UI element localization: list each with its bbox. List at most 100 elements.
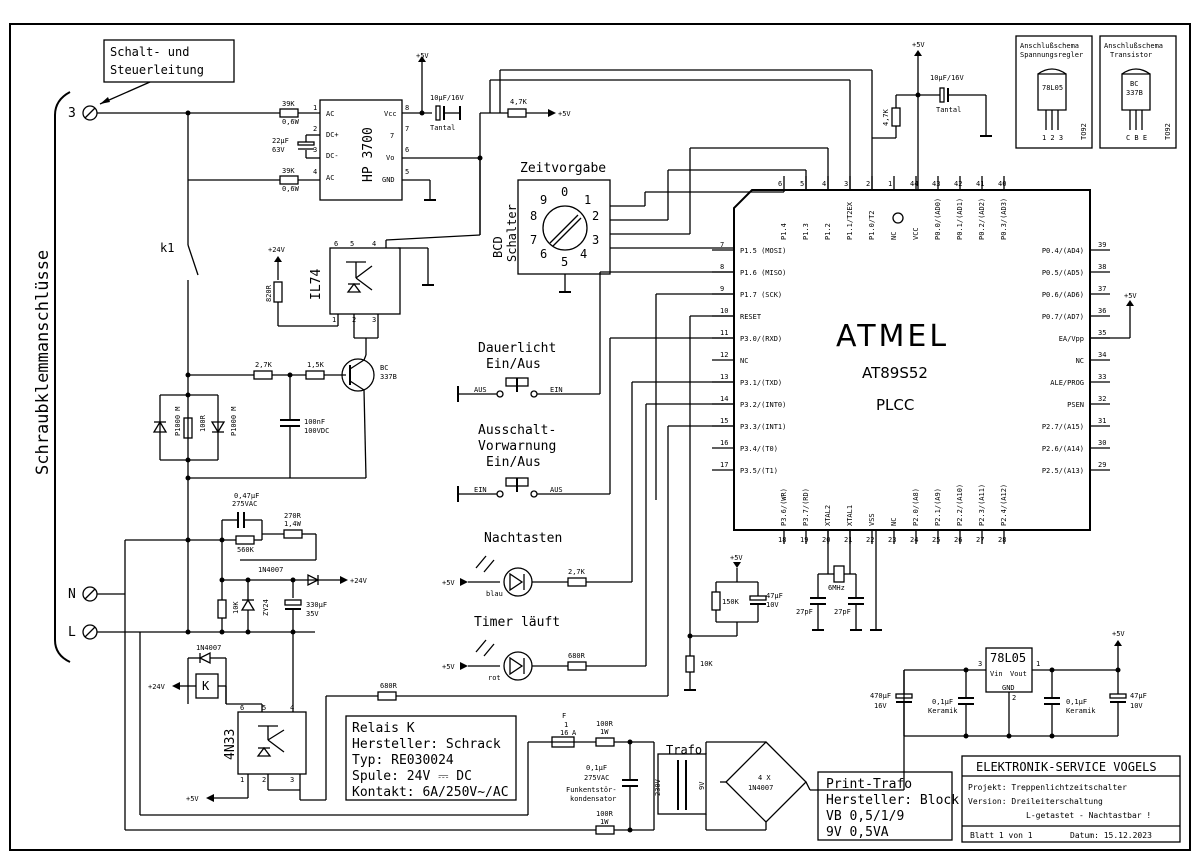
mcu-pin-label: P2.2/(A10) <box>956 484 964 526</box>
svg-text:Anschlußschema: Anschlußschema <box>1104 42 1163 50</box>
mcu-pin-number: 6 <box>778 180 782 188</box>
svg-text:TO92: TO92 <box>1080 123 1088 140</box>
svg-text:Vcc: Vcc <box>384 110 397 118</box>
mcu-pin-label: P1.0/T2 <box>868 210 876 240</box>
mcu-crystal-reset: 6MHz 27pF 27pF +5V 150K 47µF 10V <box>684 315 882 691</box>
svg-text:39K: 39K <box>282 100 295 108</box>
title-version: Version: Dreileiterschaltung <box>968 797 1103 806</box>
svg-text:P1000 M: P1000 M <box>230 406 238 436</box>
mcu-pin-label: P2.0/(A8) <box>912 488 920 526</box>
mcu-pin-label: RESET <box>740 313 762 321</box>
svg-text:Tantal: Tantal <box>936 106 961 114</box>
svg-text:337B: 337B <box>380 373 397 381</box>
svg-text:47µF: 47µF <box>766 592 783 600</box>
svg-text:4,7K: 4,7K <box>882 108 890 126</box>
svg-text:6: 6 <box>540 247 547 261</box>
svg-text:AUS: AUS <box>474 386 487 394</box>
svg-text:Relais K: Relais K <box>352 721 415 736</box>
mcu-pin-label: ALE/PROG <box>1050 379 1084 387</box>
svg-text:10µF/16V: 10µF/16V <box>430 94 465 102</box>
svg-text:+5V: +5V <box>730 554 743 562</box>
svg-text:1W: 1W <box>600 728 609 736</box>
mcu-pin-label: P2.6/(A14) <box>1042 445 1084 453</box>
mcu-pin-number: 13 <box>720 373 728 381</box>
svg-text:Spannungsregler: Spannungsregler <box>1020 51 1083 59</box>
svg-text:Keramik: Keramik <box>1066 707 1096 715</box>
title-company: ELEKTRONIK-SERVICE VOGELS <box>976 760 1157 774</box>
terminal-l-label: L <box>68 625 76 640</box>
svg-text:10µF/16V: 10µF/16V <box>930 74 965 82</box>
mcu-pin-label: P0.2/(AD2) <box>978 198 986 240</box>
mcu-pin-label: P3.7/(RD) <box>802 488 810 526</box>
svg-text:P1000 M: P1000 M <box>174 406 182 436</box>
svg-text:100VDC: 100VDC <box>304 427 329 435</box>
svg-text:2: 2 <box>262 776 266 784</box>
svg-text:8: 8 <box>530 209 537 223</box>
svg-text:Vin: Vin <box>990 670 1003 678</box>
svg-text:1 2 3: 1 2 3 <box>1042 134 1063 142</box>
svg-text:Ein/Aus: Ein/Aus <box>486 357 541 372</box>
mcu-pin-label: P0.1/(AD1) <box>956 198 964 240</box>
svg-text:AC: AC <box>326 110 334 118</box>
mcu-pin-number: 1 <box>888 180 892 188</box>
mcu-pin-number: 40 <box>998 180 1006 188</box>
svg-text:Vo: Vo <box>386 154 394 162</box>
svg-text:5: 5 <box>405 168 409 176</box>
svg-text:Trafo: Trafo <box>666 743 702 757</box>
mcu-pin-label: NC <box>890 518 898 526</box>
svg-text:1: 1 <box>1036 660 1040 668</box>
mcu-pin-number: 11 <box>720 329 728 337</box>
mcu-pin-number: 8 <box>720 263 724 271</box>
svg-text:DC+: DC+ <box>326 131 339 139</box>
terminal-n-label: N <box>68 587 76 602</box>
mcu-pin-number: 31 <box>1098 417 1106 425</box>
svg-text:4N33: 4N33 <box>223 729 238 760</box>
svg-text:Vout: Vout <box>1010 670 1027 678</box>
svg-text:4: 4 <box>290 704 294 712</box>
mcu-pin-label: P3.5/(T1) <box>740 467 778 475</box>
svg-text:9: 9 <box>540 193 547 207</box>
pinout-transistor: Anschlußschema Transistor BC 337B C B E … <box>1099 35 1177 149</box>
svg-text:337B: 337B <box>1126 89 1143 97</box>
svg-text:78L05: 78L05 <box>990 651 1026 665</box>
svg-text:6MHz: 6MHz <box>828 584 845 592</box>
mcu-pin-label: NC <box>1076 357 1084 365</box>
il74-optocoupler: IL74 6 5 4 1 2 3 +24V 820R <box>265 234 481 355</box>
title-blatt: Blatt 1 von 1 <box>970 831 1033 840</box>
mcu-pin-number: 25 <box>932 536 940 544</box>
svg-text:Anschlußschema: Anschlußschema <box>1020 42 1079 50</box>
mcu-brand: ATMEL <box>836 319 949 354</box>
led-nachtasten: Nachtasten +5V blau 2,7K <box>442 381 734 598</box>
svg-text:1N4007: 1N4007 <box>258 566 283 574</box>
svg-text:1: 1 <box>313 104 317 112</box>
terminals-heading: Schraubklemmanschlüsse <box>33 250 53 475</box>
mcu-pin-label: P0.3/(AD3) <box>1000 198 1008 240</box>
svg-text:6: 6 <box>240 704 244 712</box>
mcu-pin-number: 9 <box>720 285 724 293</box>
svg-text:+5V: +5V <box>442 663 455 671</box>
svg-text:BC: BC <box>380 364 388 372</box>
mcu-pin-number: 43 <box>932 180 940 188</box>
svg-text:7: 7 <box>530 233 537 247</box>
svg-text:27pF: 27pF <box>796 608 813 616</box>
svg-text:Hersteller: Block: Hersteller: Block <box>826 793 959 808</box>
svg-text:+5V: +5V <box>1112 630 1125 638</box>
svg-text:Ein/Aus: Ein/Aus <box>486 455 541 470</box>
svg-text:5: 5 <box>350 240 354 248</box>
svg-text:470µF: 470µF <box>870 692 891 700</box>
mcu-pin-label: P1.1/T2EX <box>846 201 854 240</box>
svg-text:6: 6 <box>334 240 338 248</box>
mcu-pin-label: P3.1/(TXD) <box>740 379 782 387</box>
svg-text:rot: rot <box>488 674 501 682</box>
svg-text:1: 1 <box>564 721 568 729</box>
svg-text:TO92: TO92 <box>1164 123 1172 140</box>
svg-text:2: 2 <box>313 125 317 133</box>
mcu-pin-number: 37 <box>1098 285 1106 293</box>
svg-text:22µF: 22µF <box>272 137 289 145</box>
svg-text:7: 7 <box>390 132 394 140</box>
svg-text:Keramik: Keramik <box>928 707 958 715</box>
svg-text:+24V: +24V <box>350 577 368 585</box>
title-version2: L-getastet - Nachtastbar ! <box>1026 811 1151 820</box>
svg-text:2,7K: 2,7K <box>255 361 273 369</box>
svg-text:EIN: EIN <box>550 386 563 394</box>
